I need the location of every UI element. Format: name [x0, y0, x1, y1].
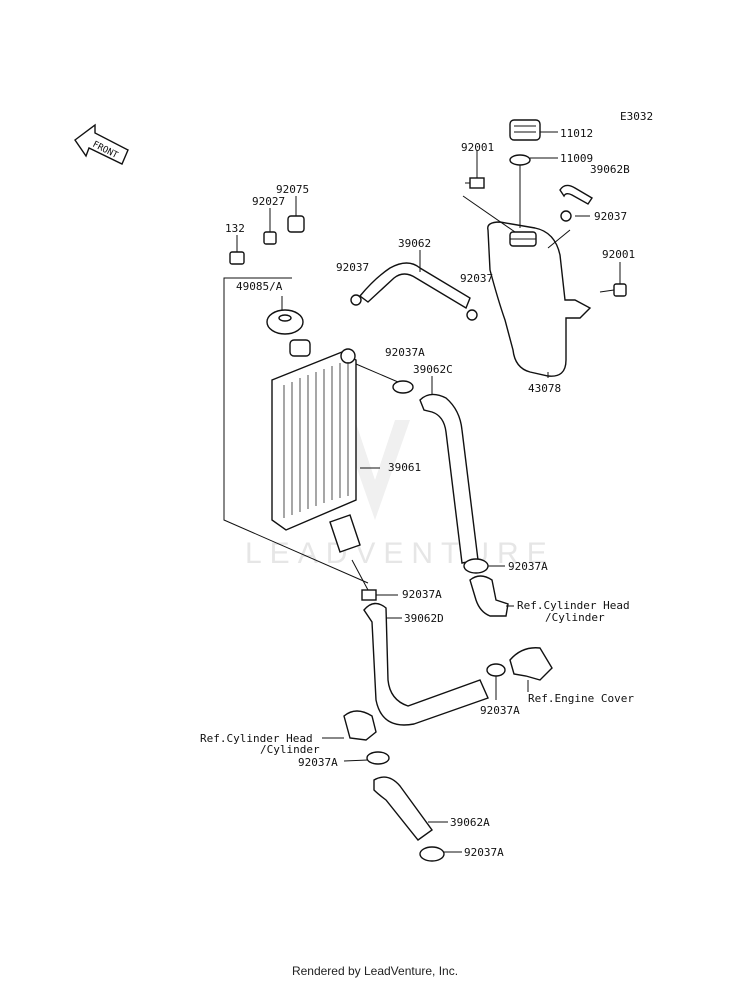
clamp-92037a-6	[419, 846, 445, 862]
label-39061: 39061	[388, 461, 421, 474]
tank-bolt-top	[465, 177, 485, 189]
label-92037a-1: 92037A	[385, 346, 425, 359]
label-ref-cylinder-left: /Cylinder	[260, 743, 320, 756]
radiator-cap	[266, 309, 304, 335]
radiator-fins	[283, 362, 349, 518]
clamp-92037-mid	[466, 309, 478, 321]
clamp-92037-upper	[350, 294, 362, 306]
label-92037-mid: 92037	[460, 272, 493, 285]
collar-92027	[263, 231, 277, 245]
label-132: 132	[225, 222, 245, 235]
label-ref-cyl-head-left: Ref.Cylinder Head	[200, 732, 313, 745]
hose-39062	[358, 262, 471, 310]
label-92037a-5: 92037A	[298, 756, 338, 769]
label-39062d: 39062D	[404, 612, 444, 625]
radiator-outline-bracket	[223, 277, 380, 584]
cap-seal	[509, 154, 531, 166]
clamp-92037a-1	[392, 380, 414, 394]
hose-39062c	[419, 393, 479, 564]
label-92027: 92027	[252, 195, 285, 208]
label-92037-tank: 92037	[594, 210, 627, 223]
label-ref-cyl-head-right: Ref.Cylinder Head	[517, 599, 630, 612]
tank-bolt-right	[599, 283, 627, 297]
clamp-92037a-2	[463, 558, 489, 574]
label-92075: 92075	[276, 183, 309, 196]
label-49085a: 49085/A	[236, 280, 283, 293]
engine-cover-fitting	[509, 647, 553, 681]
tank-cap	[509, 119, 541, 141]
clamp-92037a-3	[361, 589, 377, 601]
grommet-92075	[287, 215, 305, 233]
front-arrow-icon: FRONT	[74, 123, 129, 165]
label-39062b: 39062B	[590, 163, 630, 176]
reservoir-tank	[487, 221, 592, 377]
radiator-core	[271, 339, 361, 553]
bolt-132	[229, 235, 245, 265]
label-39062: 39062	[398, 237, 431, 250]
label-92037a-2: 92037A	[508, 560, 548, 573]
clamp-92037a-5	[366, 751, 390, 765]
clamp-92037a-4	[486, 663, 506, 677]
label-92037-upper: 92037	[336, 261, 369, 274]
label-92001-right: 92001	[602, 248, 635, 261]
label-ref-engine-cover: Ref.Engine Cover	[528, 692, 634, 705]
label-39062a: 39062A	[450, 816, 490, 829]
hose-39062a	[373, 776, 433, 841]
label-92037a-6: 92037A	[464, 846, 504, 859]
overflow-hose-39062b	[559, 184, 593, 205]
watermark-text: LEADVENTURE	[245, 537, 555, 570]
label-92037a-3: 92037A	[402, 588, 442, 601]
label-43078: 43078	[528, 382, 561, 395]
label-ref-cylinder-right: /Cylinder	[545, 611, 605, 624]
hose-39062d	[363, 602, 489, 726]
tank-clamp	[560, 210, 572, 222]
label-92037a-4: 92037A	[480, 704, 520, 717]
cylinder-head-fitting-right	[469, 575, 509, 617]
cylinder-head-fitting-left	[343, 710, 377, 741]
label-11012: 11012	[560, 127, 593, 140]
footer-credit: Rendered by LeadVenture, Inc.	[292, 964, 458, 978]
watermark: LEADVENTURE	[245, 420, 555, 570]
label-92001-top: 92001	[461, 141, 494, 154]
label-39062c: 39062C	[413, 363, 453, 376]
label-11009: 11009	[560, 152, 593, 165]
diagram-code: E3032	[620, 110, 653, 123]
